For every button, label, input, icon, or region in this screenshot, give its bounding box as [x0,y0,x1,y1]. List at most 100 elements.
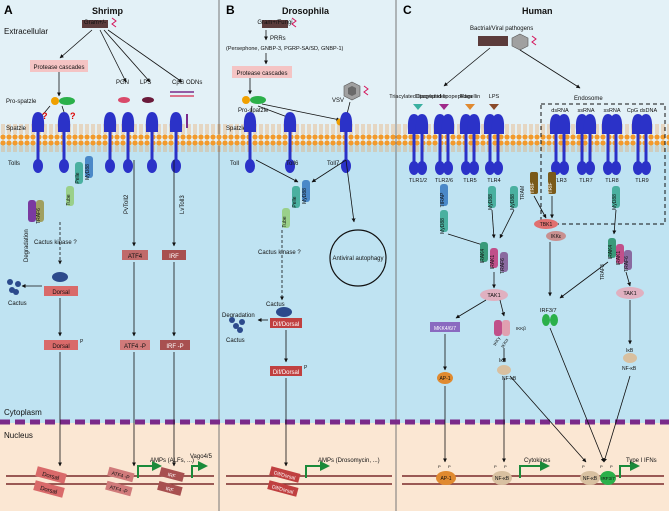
drosophila-cactus-kinase-label: Cactus kinase ? [258,250,301,256]
svg-text:IRF -P: IRF -P [166,344,183,350]
svg-text:Dif/Dorsal: Dif/Dorsal [273,470,296,481]
drosophila-dif-box [270,318,302,328]
svg-text:Tube: Tube [282,216,288,227]
cytoplasm-label: Cytoplasm [4,408,42,417]
human-ligand-label-7: ssRNA [603,108,620,114]
shrimp-vago-label: Vago4/5 [190,454,213,460]
shrimp-tolls-label: Tolls [8,161,20,167]
human-tlr-label-3: TLR5 [463,178,476,184]
svg-text:Dorsal: Dorsal [41,472,59,482]
svg-text:ATF4 -P: ATF4 -P [111,471,131,482]
svg-text:TBK1: TBK1 [540,222,553,228]
svg-text:P: P [80,339,84,345]
svg-text:IRF: IRF [169,254,179,260]
shrimp-nuclear-irf [159,467,185,482]
human-ligand-marker-4 [489,104,499,110]
human-tlr-receptor-6-b [583,114,597,175]
svg-text:Pelle: Pelle [292,196,298,207]
svg-text:P: P [504,464,507,469]
drosophila-amps-label: AMPs (Drosomycin, ...) [318,458,380,464]
human-ligand-label-6: ssRNA [577,108,594,114]
human-tlr-label-4: TLR4 [487,178,500,184]
drosophila-toll6-receptor [283,112,297,173]
drosophila-toll-receptors [243,112,353,173]
human-ap1-nuc [436,471,456,485]
human-pathogen-label: Bactrial/Viral pathogens [470,26,533,32]
svg-text:IKKβ: IKKβ [516,326,526,331]
shrimp-dorsal-box [44,286,78,296]
svg-text:TRAF6: TRAF6 [500,258,506,274]
svg-text:Tube: Tube [66,194,72,205]
shrimp-degradation-label: Degradation [24,229,30,262]
nucleus-bg [0,423,669,511]
extracellular-label: Extracellular [4,27,48,36]
human-ligand-label-5: dsRNA [551,108,569,114]
panel-c-title: Human [522,6,553,16]
human-tlr-receptor-5-b [557,114,571,175]
human-tlr-label-7: TLR8 [605,178,618,184]
shrimp-spatzle-label: Spatzle [6,126,27,132]
human-irf37-nuc [600,471,616,485]
panel-c-letter: C [403,3,412,17]
human-tbk1 [534,219,558,229]
human-nfkb-cyto [497,365,511,375]
shrimp-atf4-box [122,250,148,260]
endosome-label: Endosome [574,96,603,102]
human-tlr-label-5: TLR3 [553,178,566,184]
shrimp-toll-receptor-5 [145,112,159,173]
human-ligand-label-8: CpG dsDNA [627,108,658,114]
human-nfkb-cyto-right [623,353,637,363]
shrimp-protease-label: Protease cascades [33,65,84,71]
drosophila-myd88-box [302,180,310,202]
svg-text:IKKε: IKKε [551,234,562,240]
shrimp-question-1: ? [42,111,48,121]
drosophila-cactus-label: Cactus [226,338,245,344]
drosophila-toll-receptor [243,112,257,173]
shrimp-toll-receptor-2 [57,112,71,173]
panel-human: Bactrial/Viral pathogens Endosome Triacy… [389,26,666,485]
human-tlr-receptor-1-b [415,114,429,175]
svg-text:IRAK4: IRAK4 [608,245,614,260]
human-tlr-receptor-3-b [467,114,481,175]
svg-text:TRAM: TRAM [520,186,526,200]
shrimp-question-2: ? [70,111,76,121]
nucleus-label: Nucleus [4,431,33,440]
human-ligand-marker-2 [439,104,449,110]
shrimp-nuclear-atf4 [107,466,135,483]
human-tlr-label-6: TLR7 [579,178,592,184]
drosophila-toll6-label: Toll6 [286,161,299,167]
panel-drosophila: Gram+/Fungi PRRs (Persephone, GNBP-3, PG… [222,17,392,497]
shrimp-toll-receptor-4 [121,112,135,173]
autophagy-circle [329,229,387,287]
drosophila-prospatzle-label: Pro-spatzle [238,108,269,114]
shrimp-pathogen-icon [82,20,108,28]
human-tlr-receptor-2-b [441,114,455,175]
svg-text:TAK1: TAK1 [487,293,500,299]
human-pathogen-bacteria-icon [478,36,508,46]
svg-text:IRAK1: IRAK1 [616,251,622,266]
svg-text:IRF: IRF [167,472,176,480]
svg-text:NF-κB: NF-κB [583,476,598,482]
human-tak1-left [480,289,508,301]
human-tak1-right [616,287,644,299]
human-mkk-box [430,322,460,332]
drosophila-toll7-label: Toll7 [327,161,340,167]
human-ligand-label-3: Flagellin [460,94,480,100]
shrimp-tube-box [66,186,74,206]
shrimp-lps-label: LPS [140,80,151,86]
svg-text:Pelle: Pelle [75,172,81,183]
shrimp-dorsal-p-box [44,340,78,350]
drosophila-dif-p-box [270,366,302,376]
human-nfkb-nuc [492,471,512,485]
human-ikke [546,231,566,241]
human-tlr-receptors [407,114,653,175]
svg-text:MyD88: MyD88 [302,188,308,204]
svg-text:MyD88: MyD88 [510,194,516,210]
human-irf37-label: IRF3/7 [540,308,557,314]
human-cytokines-label: Cytokines [524,458,550,464]
shrimp-pelle-box [75,162,83,184]
panel-b-letter: B [226,3,235,17]
svg-text:TRIF: TRIF [530,182,536,193]
drosophila-pathogen-icon [262,20,288,28]
svg-text:IκB: IκB [626,348,634,354]
